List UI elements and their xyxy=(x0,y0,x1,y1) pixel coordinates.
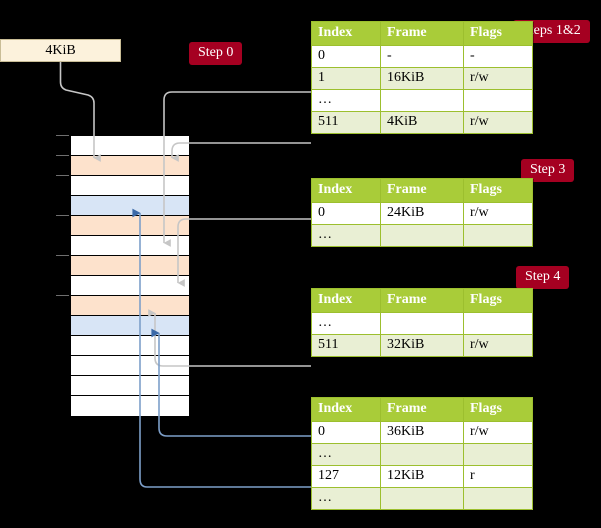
memory-frame-row xyxy=(71,376,189,396)
step-badge-step-4: Step 4 xyxy=(516,266,570,289)
memory-tick xyxy=(56,255,69,256)
table-cell-index: … xyxy=(311,224,381,247)
step-badge-step-3: Step 3 xyxy=(521,159,575,182)
source-page-box: 4KiB xyxy=(0,39,121,62)
column-header-index: Index xyxy=(311,21,381,46)
table-cell-frame: 32KiB xyxy=(380,334,464,357)
table-row[interactable]: … xyxy=(311,89,533,112)
table-cell-flags: r/w xyxy=(463,334,533,357)
table-cell-flags xyxy=(463,443,533,466)
memory-frame-row xyxy=(71,156,189,176)
table-cell-frame: 16KiB xyxy=(380,67,464,90)
table-cell-frame xyxy=(380,89,464,112)
table-row[interactable]: … xyxy=(311,224,533,247)
table-row[interactable]: 0-- xyxy=(311,45,533,68)
memory-tick xyxy=(56,175,69,176)
source-page-label: 4KiB xyxy=(45,43,76,58)
memory-frame-row xyxy=(71,316,189,336)
memory-tick xyxy=(56,215,69,216)
table-cell-index: 1 xyxy=(311,67,381,90)
memory-frame-row xyxy=(71,396,189,416)
column-header-index: Index xyxy=(311,288,381,313)
table-cell-frame: 12KiB xyxy=(380,465,464,488)
table-cell-frame: - xyxy=(380,45,464,68)
memory-frame-row xyxy=(71,176,189,196)
table-cell-frame xyxy=(380,224,464,247)
memory-frame-row xyxy=(71,276,189,296)
table-cell-flags: r/w xyxy=(463,202,533,225)
table-cell-frame: 36KiB xyxy=(380,421,464,444)
memory-frame-row xyxy=(71,236,189,256)
column-header-frame: Frame xyxy=(380,397,464,422)
table-cell-index: 0 xyxy=(311,45,381,68)
table-row[interactable]: … xyxy=(311,487,533,510)
table-cell-flags: r/w xyxy=(463,111,533,134)
memory-tick xyxy=(56,135,69,136)
table-cell-frame xyxy=(380,487,464,510)
table-cell-frame: 4KiB xyxy=(380,111,464,134)
table-cell-index: … xyxy=(311,443,381,466)
column-header-flags: Flags xyxy=(463,178,533,203)
table-cell-index: 127 xyxy=(311,465,381,488)
memory-tick xyxy=(56,155,69,156)
column-header-frame: Frame xyxy=(380,178,464,203)
table-cell-index: 511 xyxy=(311,334,381,357)
column-header-index: Index xyxy=(311,178,381,203)
table-cell-flags xyxy=(463,224,533,247)
physical-memory-column xyxy=(70,135,190,416)
table-cell-index: … xyxy=(311,89,381,112)
column-header-index: Index xyxy=(311,397,381,422)
table-cell-flags: - xyxy=(463,45,533,68)
step-badge-step-0: Step 0 xyxy=(189,42,243,65)
memory-frame-row xyxy=(71,336,189,356)
memory-frame-row xyxy=(71,356,189,376)
table-cell-flags: r/w xyxy=(463,421,533,444)
memory-frame-row xyxy=(71,136,189,156)
table-cell-flags xyxy=(463,312,533,335)
wire-step12-pte-to-memory xyxy=(171,142,311,162)
table-cell-index: … xyxy=(311,312,381,335)
column-header-frame: Frame xyxy=(380,288,464,313)
column-header-flags: Flags xyxy=(463,397,533,422)
table-row[interactable]: … xyxy=(311,312,533,335)
memory-tick xyxy=(56,295,69,296)
table-row[interactable]: … xyxy=(311,443,533,466)
table-cell-index: 511 xyxy=(311,111,381,134)
memory-frame-row xyxy=(71,196,189,216)
column-header-flags: Flags xyxy=(463,21,533,46)
column-header-frame: Frame xyxy=(380,21,464,46)
memory-frame-row xyxy=(71,296,189,316)
wire-step3-table-to-memory xyxy=(177,218,311,287)
table-cell-index: 0 xyxy=(311,421,381,444)
table-cell-frame xyxy=(380,443,464,466)
table-cell-index: … xyxy=(311,487,381,510)
table-cell-frame xyxy=(380,312,464,335)
memory-frame-row xyxy=(71,256,189,276)
table-cell-frame: 24KiB xyxy=(380,202,464,225)
column-header-flags: Flags xyxy=(463,288,533,313)
table-cell-flags xyxy=(463,89,533,112)
table-cell-flags: r xyxy=(463,465,533,488)
memory-frame-row xyxy=(71,216,189,236)
table-cell-flags xyxy=(463,487,533,510)
table-cell-index: 0 xyxy=(311,202,381,225)
table-cell-flags: r/w xyxy=(463,67,533,90)
